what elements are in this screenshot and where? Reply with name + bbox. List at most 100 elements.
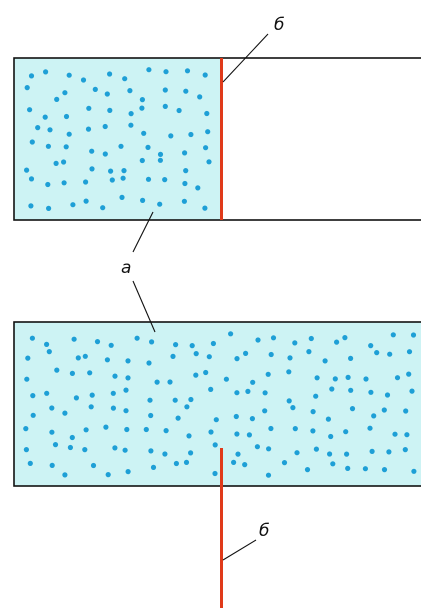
- gas-particle: [286, 398, 292, 404]
- gas-particle: [89, 148, 95, 154]
- gas-particle: [188, 450, 194, 456]
- gas-particle: [28, 73, 35, 79]
- gas-particle: [362, 466, 368, 472]
- gas-particle: [325, 416, 331, 422]
- gas-particle: [270, 335, 277, 341]
- gas-particle: [265, 472, 272, 478]
- top-gas-particles: [24, 67, 212, 211]
- gas-particle: [212, 470, 218, 477]
- gas-particle: [212, 442, 218, 448]
- gas-particle: [42, 114, 48, 120]
- gas-particle: [208, 429, 214, 435]
- gas-particle: [371, 413, 377, 419]
- gas-particle: [145, 176, 152, 182]
- gas-particle: [268, 425, 274, 432]
- gas-particle: [183, 168, 189, 174]
- gas-particle: [367, 425, 373, 431]
- gas-particle: [121, 168, 127, 174]
- gas-particle: [184, 68, 191, 74]
- gas-particle: [63, 144, 69, 150]
- gas-particle: [70, 202, 76, 208]
- gas-particle: [112, 445, 118, 451]
- gas-particle: [329, 386, 335, 392]
- gas-particle: [150, 464, 157, 470]
- gas-particle: [381, 407, 387, 413]
- gas-particle: [183, 459, 190, 465]
- gas-particle: [30, 412, 36, 418]
- gas-particle: [119, 194, 125, 200]
- gas-particle: [35, 125, 41, 131]
- gas-particle: [404, 432, 410, 438]
- gas-particle: [235, 451, 241, 457]
- gas-particle: [254, 444, 260, 450]
- gas-particle: [82, 353, 88, 359]
- gas-particle: [245, 388, 251, 394]
- gas-particle: [172, 397, 178, 403]
- gas-particle: [308, 335, 314, 342]
- gas-particle: [62, 472, 68, 478]
- gas-particle: [110, 390, 116, 396]
- gas-particle: [402, 447, 408, 453]
- gas-particle: [53, 160, 59, 166]
- gas-particle: [147, 397, 153, 403]
- gas-particle: [105, 472, 111, 478]
- gas-particle: [154, 379, 160, 385]
- gas-particle: [292, 340, 298, 346]
- gas-particle: [89, 392, 95, 398]
- gas-particle: [202, 72, 208, 78]
- gas-particle: [203, 369, 209, 376]
- gas-particle: [184, 404, 190, 410]
- gas-particle: [23, 426, 29, 432]
- gas-particle: [368, 343, 374, 349]
- gas-particle: [61, 180, 67, 186]
- top-vessel: [13, 57, 421, 221]
- gas-particle: [343, 429, 349, 435]
- gas-particle: [330, 461, 336, 467]
- gas-particle: [127, 88, 133, 94]
- gas-particle: [62, 90, 68, 96]
- gas-particle: [409, 388, 415, 394]
- gas-particle: [213, 417, 219, 423]
- gas-particle: [175, 415, 181, 421]
- gas-particle: [46, 349, 52, 355]
- gas-particle: [255, 337, 261, 343]
- gas-particle: [233, 413, 239, 420]
- gas-particle: [100, 205, 106, 211]
- gas-particle: [23, 447, 29, 453]
- gas-particle: [369, 448, 375, 454]
- gas-particle: [386, 449, 392, 455]
- gas-particle: [390, 332, 396, 338]
- gas-particle: [45, 181, 51, 188]
- gas-particle: [348, 387, 354, 393]
- gas-particle: [49, 462, 55, 468]
- gas-particle: [327, 451, 333, 457]
- gas-particle: [149, 339, 155, 345]
- gas-particle: [88, 404, 94, 410]
- gas-particle: [92, 86, 98, 92]
- leader-gas-top: [132, 211, 154, 253]
- gas-particle: [80, 77, 87, 83]
- leader-lines: [132, 33, 269, 561]
- label-partition-bottom: б: [259, 521, 269, 541]
- gas-particle: [345, 465, 351, 471]
- gas-particle: [410, 332, 417, 338]
- gas-particle: [266, 446, 272, 452]
- gas-particle: [118, 143, 124, 149]
- gas-particle: [345, 374, 351, 380]
- gas-particle: [286, 369, 292, 375]
- gas-particle: [394, 375, 401, 381]
- gas-particle: [125, 375, 131, 381]
- gas-particle: [27, 460, 33, 466]
- gas-particle: [234, 356, 240, 362]
- gas-particle: [61, 159, 67, 165]
- gas-particle: [82, 447, 88, 453]
- gas-particle: [234, 431, 240, 437]
- gas-particle: [102, 151, 108, 157]
- gas-particle: [89, 166, 95, 172]
- bottom-vessel-outline: [13, 321, 421, 487]
- gas-particle: [168, 133, 174, 139]
- gas-particle: [170, 353, 176, 359]
- gas-particle: [24, 167, 30, 173]
- gas-particle: [384, 392, 391, 398]
